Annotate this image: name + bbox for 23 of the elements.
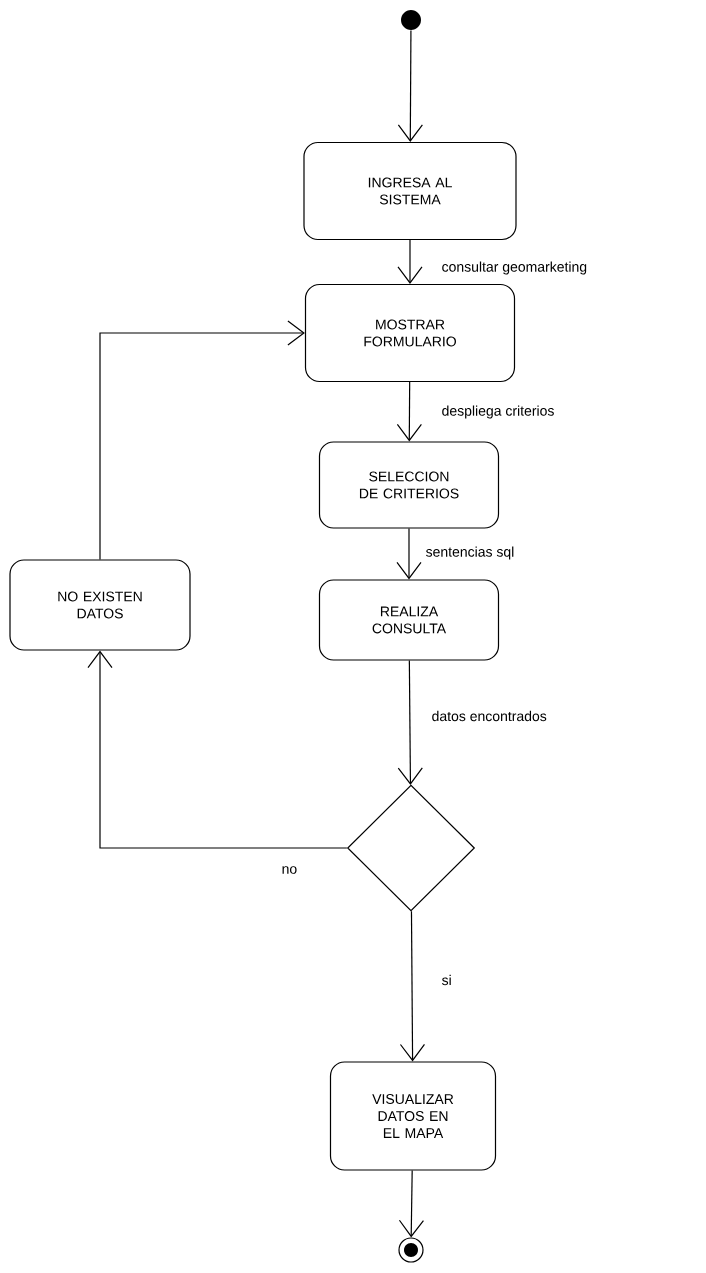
arrow bbox=[99, 320, 305, 560]
edge-label: si bbox=[440, 973, 453, 987]
arrow bbox=[397, 660, 423, 785]
action-box: MOSTRAR FORMULARIO bbox=[304, 283, 516, 383]
arrow bbox=[397, 30, 423, 142]
edge-label: consultar geomarketing bbox=[440, 260, 589, 276]
edge-label: no bbox=[280, 865, 299, 875]
edge-label: sentencias sql bbox=[424, 545, 516, 561]
action-box: REALIZA CONSULTA bbox=[318, 579, 500, 661]
edge-label: despliega criterios bbox=[440, 404, 556, 420]
edge-label: datos encontrados bbox=[430, 709, 548, 723]
start-dot bbox=[401, 10, 421, 30]
arrow bbox=[87, 650, 348, 849]
arrow bbox=[397, 239, 423, 284]
action-box: SELECCION DE CRITERIOS bbox=[318, 441, 500, 529]
action-box: NO EXISTEN DATOS bbox=[9, 559, 191, 651]
arrow bbox=[398, 1170, 425, 1238]
arrow bbox=[396, 381, 422, 442]
end-dot bbox=[398, 1237, 424, 1263]
action-box: INGRESA AL SISTEMA bbox=[303, 141, 517, 241]
arrow bbox=[396, 528, 422, 580]
arrow bbox=[399, 910, 426, 1062]
action-box: VISUALIZAR DATOS EN EL MAPA bbox=[329, 1061, 497, 1171]
